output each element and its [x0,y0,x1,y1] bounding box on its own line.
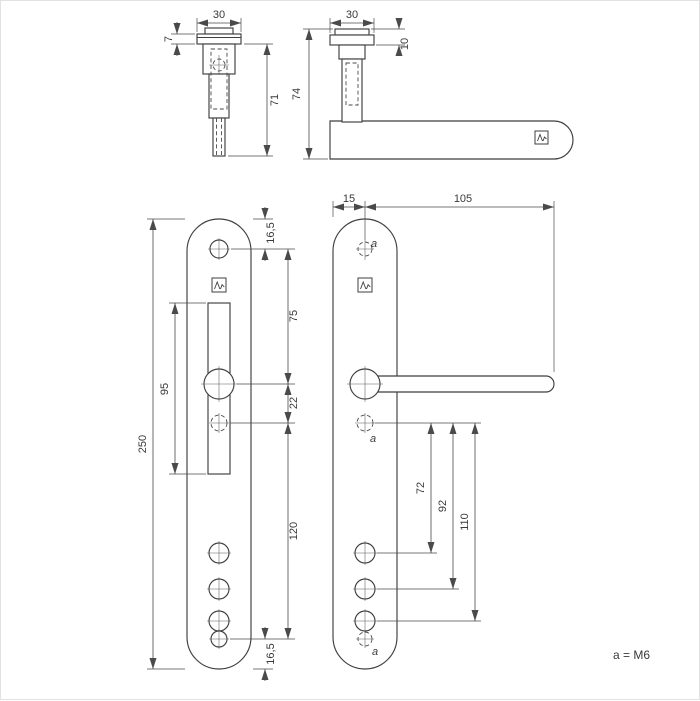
dim-label-flange: 7 [163,36,175,42]
dim-label-offset: 10 [399,38,411,50]
dim-label-overall: 250 [137,435,149,453]
neck-stem [208,73,230,119]
dim-width-30-side: 30 [329,9,375,33]
dim-slot-95: 95 [159,302,206,475]
dim-92: 92 [377,423,459,590]
figure-backplate-left: 250 95 16,5 75 22 [137,207,300,681]
bottom-threaded-hole-a: a [356,630,378,658]
rose-flange [196,33,242,45]
rose-flange-side [329,34,375,46]
lever-arm-front [364,375,555,393]
dim-hole-to-screw-120: 120 [230,423,300,640]
brand-logo-icon [211,277,227,293]
brand-logo-icon [357,277,373,293]
dim-half-width-15: 15 [332,193,366,240]
dim-label-stem: 71 [269,94,281,106]
hidden-lines-side [345,62,359,106]
cap-side-view [334,28,370,36]
dim-label-top-margin: 16,5 [265,222,277,243]
figure-handle-side-view: 30 74 10 [291,9,574,160]
dim-flange-7: 7 [163,22,195,56]
figure-backplate-right: a a [332,193,555,670]
cylinder-holes [207,541,231,633]
dim-label-width-side: 30 [346,9,358,21]
dim-top-margin: 16,5 [231,207,295,261]
lever-arm-side [329,120,574,160]
dim-width-30: 30 [196,9,242,32]
dim-label-width: 30 [213,9,225,21]
dim-label-depth: 74 [291,88,303,100]
threaded-hole-a [209,413,229,433]
dim-depth-74: 74 [291,28,333,160]
handle-bearing-right [347,366,383,402]
dim-label-75: 75 [288,310,300,322]
brand-logo-icon [534,130,549,145]
bottom-screw-hole [209,629,229,649]
dim-110: 110 [377,423,481,622]
dim-lever-length-105: 105 [365,193,555,372]
dim-label-110: 110 [459,513,471,531]
dim-label-slot: 95 [159,383,171,395]
dim-screw-to-handle-75: 75 [237,249,300,385]
dim-label-120: 120 [288,522,300,540]
hole-a-label-bottom: a [372,646,378,658]
cylinder-holes-right [353,541,377,633]
dim-label-92: 92 [437,500,449,512]
dim-overall-250: 250 [137,218,185,670]
hole-a-label-top: a [371,238,377,250]
dim-offset-10: 10 [371,18,411,56]
dim-label-15: 15 [343,193,355,205]
top-threaded-hole-a: a [356,238,377,260]
square-spindle [212,117,226,157]
dim-label-22: 22 [288,397,300,409]
dim-label-bottom-margin: 16,5 [265,643,277,664]
figure-spindle-view: 30 7 71 [163,9,281,157]
cap-top-view [204,27,234,35]
top-screw-hole [208,238,230,260]
dim-72: 72 [377,423,437,554]
mid-threaded-hole-a: a [355,413,376,445]
dim-label-72: 72 [415,482,427,494]
dim-stem-71: 71 [228,43,281,157]
dim-bottom-margin: 16,5 [253,627,277,681]
handle-bearing-hole [201,366,237,402]
thread-note: a = M6 [613,648,650,662]
center-marks [209,55,229,75]
dim-label-105: 105 [454,193,472,205]
handle-neck-side [341,58,363,123]
hole-a-label-mid: a [370,433,376,445]
rose-neck-side [338,44,366,60]
dim-handle-to-hole-22: 22 [230,384,300,424]
